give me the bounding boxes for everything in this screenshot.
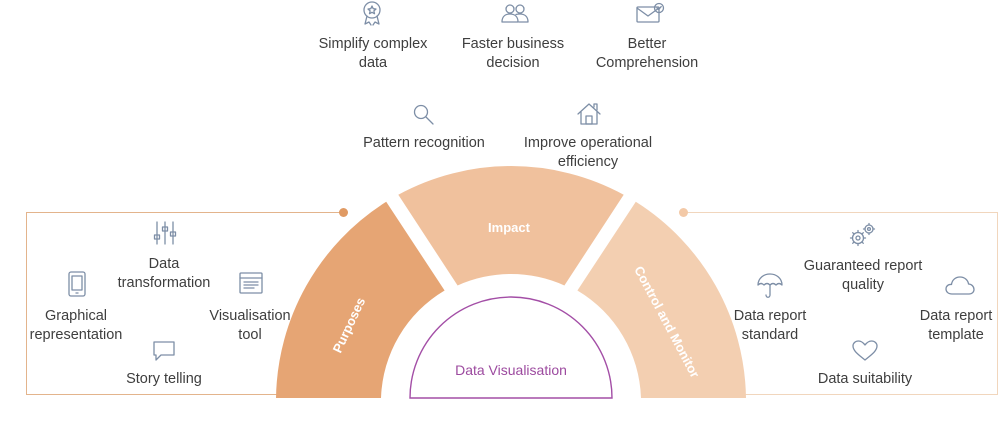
center-label: Data Visualisation: [455, 362, 567, 378]
home-icon: [576, 102, 602, 126]
segment-purposes[interactable]: [276, 201, 445, 398]
left-item-graphical: Graphical representation: [29, 308, 123, 343]
segment-control-and-monitor[interactable]: [577, 201, 746, 398]
users-icon: [500, 2, 530, 24]
mid-item-improve: Improve operational efficiency: [523, 135, 653, 170]
cloud-icon: [944, 274, 976, 296]
right-item-data-suitability: Data suitability: [817, 371, 913, 387]
left-item-story-telling: Story telling: [126, 371, 202, 387]
center-semicircle: [409, 296, 613, 399]
mid-item-pattern: Pattern recognition: [363, 135, 485, 151]
award-icon: [359, 0, 385, 26]
top-item-better: Better Comprehension: [595, 36, 699, 71]
web-page-icon: [238, 271, 264, 295]
right-bracket-dot: [679, 208, 688, 217]
tablet-icon: [67, 270, 87, 298]
right-item-data-report-standard: Data report standard: [733, 308, 807, 343]
left-item-data-transformation: Data transformation: [117, 256, 211, 291]
search-icon: [412, 103, 436, 127]
gears-icon: [848, 222, 878, 248]
umbrella-icon: [756, 272, 784, 300]
chat-bubble-icon: [152, 340, 176, 362]
left-bracket-dot: [339, 208, 348, 217]
segment-label-impact: Impact: [488, 220, 531, 235]
heart-icon: [851, 339, 879, 363]
left-item-visualisation-tool: Visualisation tool: [209, 308, 291, 343]
left-bracket: [26, 212, 344, 395]
right-item-data-report-template: Data report template: [919, 308, 993, 343]
right-item-guaranteed: Guaranteed report quality: [803, 258, 923, 293]
top-item-simplify: Simplify complex data: [318, 36, 428, 71]
sliders-icon: [152, 220, 178, 246]
top-item-faster: Faster business decision: [461, 36, 565, 71]
segment-impact[interactable]: [398, 166, 624, 286]
mail-check-icon: [635, 2, 665, 24]
right-bracket: [684, 212, 998, 395]
